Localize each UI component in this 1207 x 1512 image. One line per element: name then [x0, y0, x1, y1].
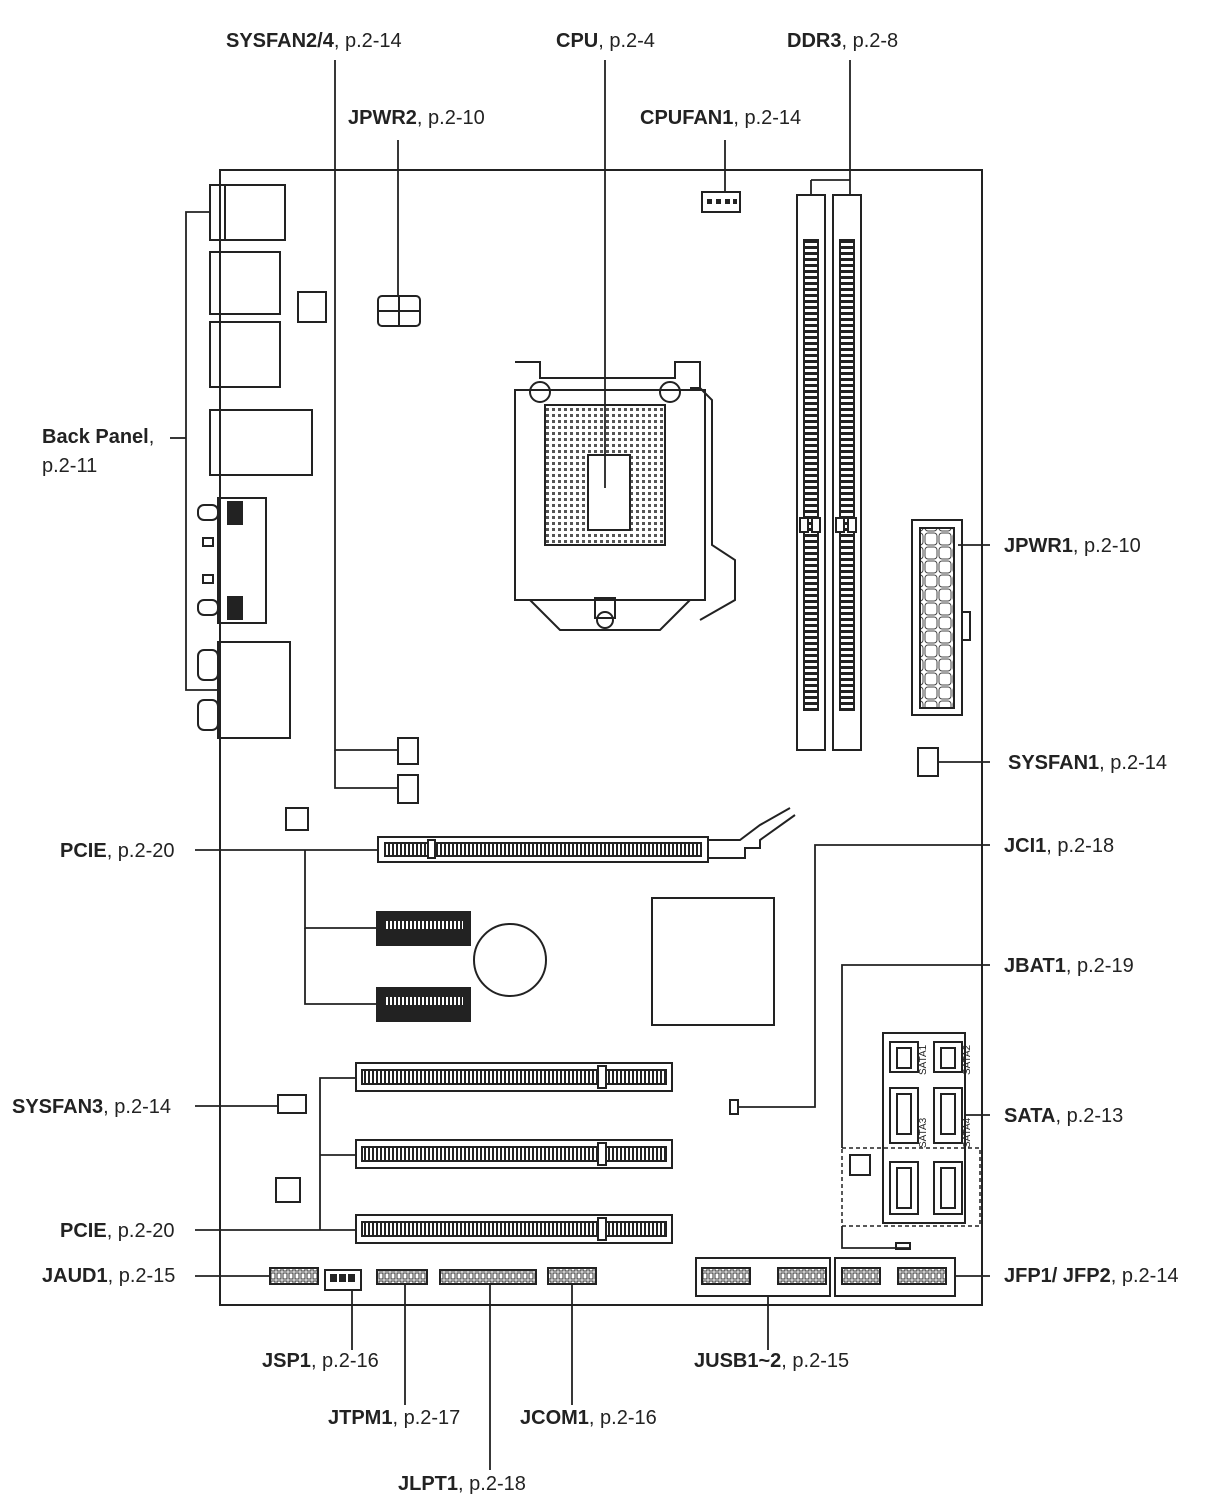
label-back-panel-page: p.2-11 — [42, 455, 98, 477]
label-ddr3: DDR3, p.2-8 — [787, 30, 899, 52]
sata-port-label: SATA3 — [918, 1117, 929, 1148]
sysfan2-header — [397, 737, 419, 765]
label-sysfan3: SYSFAN3, p.2-14 — [12, 1096, 171, 1118]
label-jlpt1: JLPT1, p.2-18 — [398, 1473, 526, 1495]
leader-lines — [170, 60, 990, 1470]
label-jsp1: JSP1, p.2-16 — [262, 1350, 379, 1372]
label-sysfan1: SYSFAN1, p.2-14 — [1008, 752, 1167, 774]
label-jpwr2: JPWR2, p.2-10 — [348, 107, 485, 129]
chip-small-3 — [275, 1177, 301, 1203]
sata-port-label: SATA1 — [918, 1044, 929, 1075]
pcie-x1-slots — [376, 911, 471, 1022]
label-jusb: JUSB1~2, p.2-15 — [694, 1350, 850, 1372]
label-sysfan2-4: SYSFAN2/4, p.2-14 — [226, 30, 402, 52]
label-cpufan1: CPUFAN1, p.2-14 — [640, 107, 802, 129]
label-jpwr1: JPWR1, p.2-10 — [1004, 535, 1141, 557]
ddr3-slots — [796, 194, 862, 751]
label-cpu: CPU, p.2-4 — [556, 30, 655, 52]
sata-port-label: SATA2 — [962, 1044, 973, 1075]
sata-ports — [841, 1032, 981, 1250]
label-pcie-bottom: PCIE, p.2-20 — [60, 1220, 175, 1242]
label-jfp: JFP1/ JFP2, p.2-14 — [1004, 1265, 1179, 1287]
jbat1-jumper — [729, 1099, 739, 1115]
pcie-x16-slot — [377, 807, 796, 863]
chip-small-1 — [297, 291, 327, 323]
chipset — [651, 897, 775, 1026]
jpwr2-connector — [377, 295, 421, 327]
back-panel-connectors — [197, 184, 313, 739]
sysfan1-header — [917, 747, 939, 777]
sysfan4-header — [397, 774, 419, 804]
sata-port-label: SATA4 — [962, 1117, 973, 1148]
label-jaud1: JAUD1, p.2-15 — [42, 1265, 176, 1287]
sysfan3-header — [277, 1094, 307, 1114]
jaud1-header — [269, 1267, 319, 1285]
cmos-battery — [473, 923, 547, 997]
label-pcie-top: PCIE, p.2-20 — [60, 840, 175, 862]
jpwr1-connector — [911, 519, 971, 716]
jfp-headers — [834, 1257, 956, 1297]
label-jcom1: JCOM1, p.2-16 — [520, 1407, 657, 1429]
chip-small-2 — [285, 807, 309, 831]
label-sata: SATA, p.2-13 — [1004, 1105, 1124, 1127]
jusb-headers — [695, 1257, 831, 1297]
jtpm1-header — [376, 1269, 428, 1285]
pci-slots — [355, 1062, 673, 1244]
cpufan1-header — [701, 191, 741, 213]
jsp1-header — [324, 1269, 362, 1291]
cpu-socket — [514, 361, 736, 631]
label-jtpm1: JTPM1, p.2-17 — [328, 1407, 461, 1429]
jlpt1-header — [439, 1269, 537, 1285]
label-jci1: JCI1, p.2-18 — [1004, 835, 1115, 857]
label-jbat1: JBAT1, p.2-19 — [1004, 955, 1134, 977]
label-back-panel: Back Panel, — [42, 426, 155, 448]
jcom1-header — [547, 1267, 597, 1285]
